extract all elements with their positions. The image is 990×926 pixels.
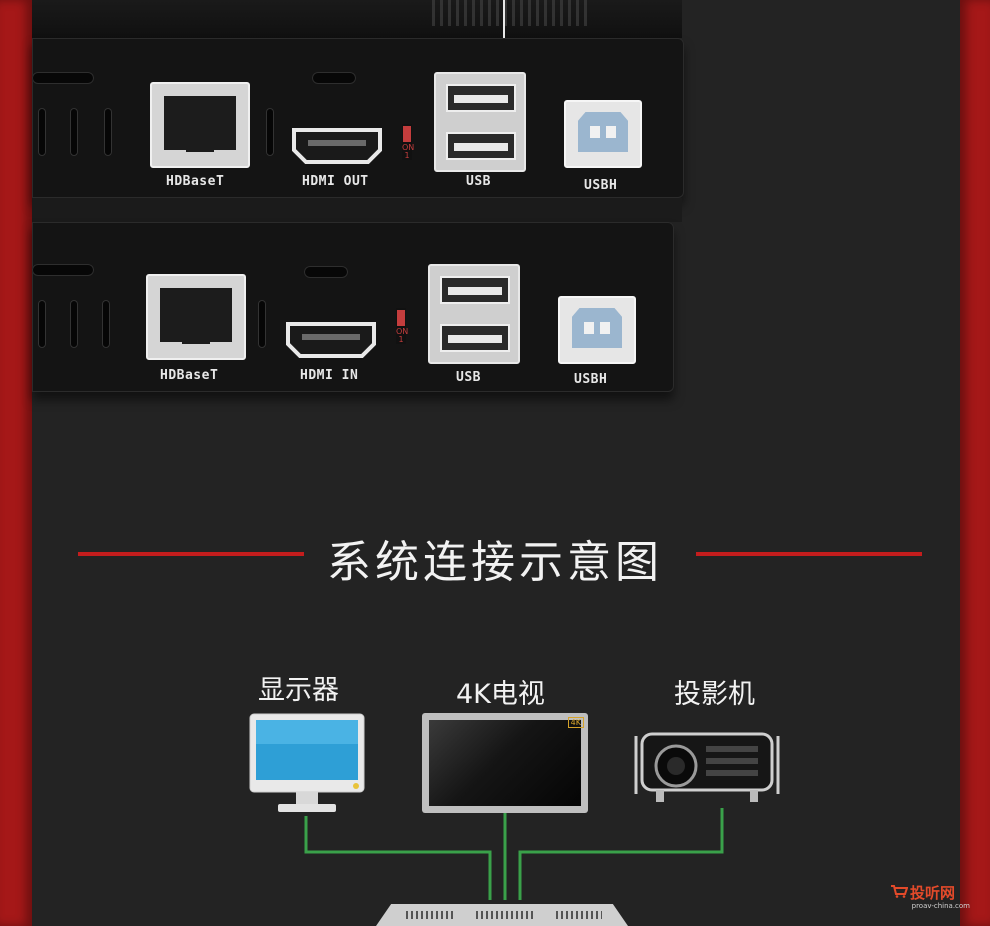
vent-slot [38,300,46,348]
dip-switch-text: ON 1 [402,143,415,160]
receiver-device-icon [376,904,628,926]
vent-slot [70,108,78,156]
panel-slot [312,72,356,84]
watermark-brand: 投听网 [910,884,956,902]
vent-slot [102,300,110,348]
hdmi-in-label: HDMI IN [300,368,359,383]
device-gap [32,198,682,222]
bottom-device-back-panel: HDBaseT HDMI IN ON 1 USB USBH [32,222,674,392]
tv-4k-badge: 4K [567,717,584,728]
usb-b-port-icon [558,296,636,364]
usb-b-port-icon [564,100,642,168]
panel-slot [32,264,94,276]
vent-slot [258,300,266,348]
dip-switch-icon: ON 1 [402,124,415,160]
hdbaset-label: HDBaseT [166,174,225,189]
callout-line [503,0,505,62]
watermark-logo: 投听网 proav-china.com [890,878,970,914]
vent-slot [70,300,78,348]
monitor-icon [248,712,366,816]
usb-a-dual-port-icon [434,72,526,172]
usb-label: USB [466,174,491,189]
watermark-site: proav-china.com [911,902,970,910]
hdbaset-port-icon [150,82,250,168]
projector-icon [632,724,782,808]
usbh-label: USBH [584,178,618,193]
hdmi-port-icon [284,320,378,360]
hdmi-out-label: HDMI OUT [302,174,369,189]
panel-slot [304,266,348,278]
usb-label: USB [456,370,481,385]
top-device-lid [32,0,682,38]
hdbaset-port-icon [146,274,246,360]
projector-label: 投影机 [674,679,755,710]
usbh-label: USBH [574,372,608,387]
tv-icon: 4K [422,713,588,813]
dip-switch-text: ON 1 [396,327,409,344]
left-red-frame [0,0,32,926]
section-title: 系统连接示意图 [327,537,663,588]
usb-a-dual-port-icon [428,264,520,364]
right-red-frame [960,0,990,926]
vent-slot [104,108,112,156]
monitor-label: 显示器 [258,675,339,706]
panel-slot [32,72,94,84]
title-rule-right [696,552,922,556]
dip-switch-icon: ON 1 [396,308,409,344]
cart-icon [891,885,908,898]
tv-label: 4K电视 [456,679,545,710]
vent-slot [266,108,274,156]
vent-slot [38,108,46,156]
title-rule-left [78,552,304,556]
hdmi-port-icon [290,126,384,166]
top-device-back-panel: HDBaseT HDMI OUT ON 1 USB USBH [32,38,684,198]
hdbaset-label: HDBaseT [160,368,219,383]
tv-screen [429,720,581,806]
top-vent-grille [432,0,592,26]
